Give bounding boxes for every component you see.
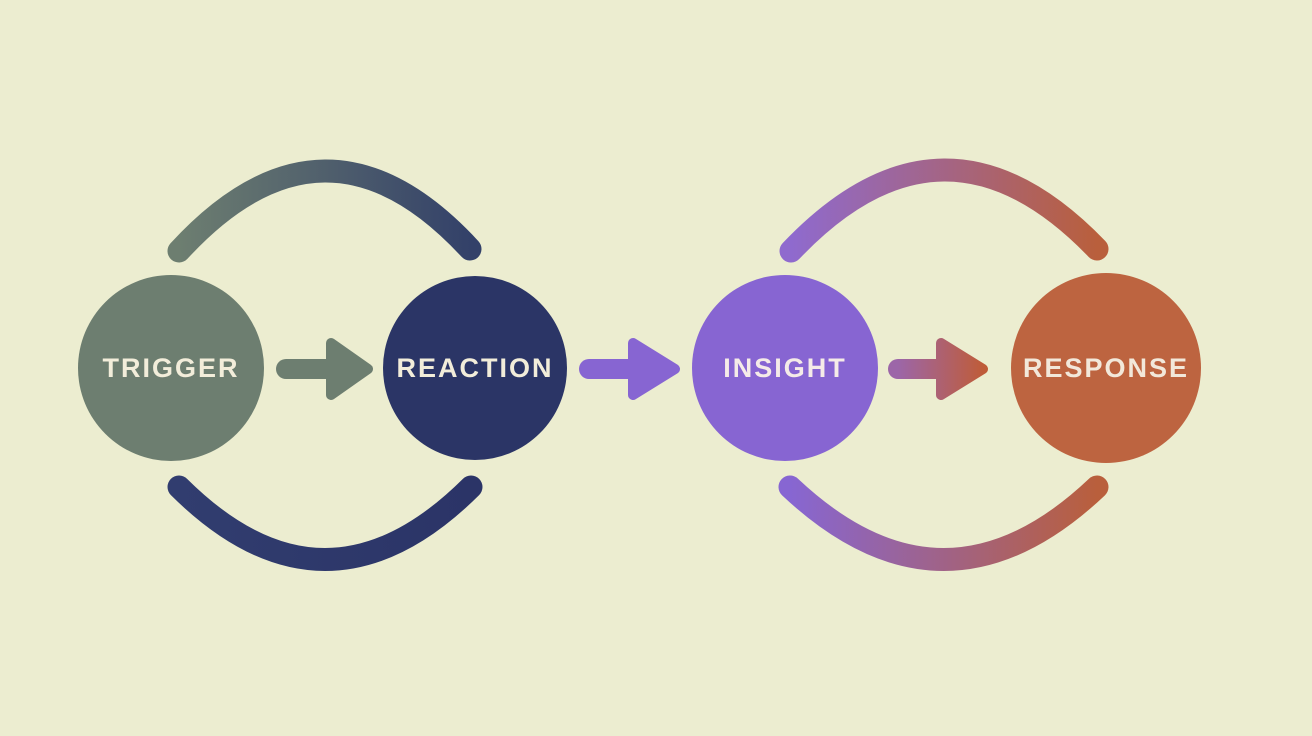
arrow-insight-to-response — [888, 338, 988, 400]
stage-label-insight: INSIGHT — [723, 352, 847, 383]
stage-circle-reaction: REACTION — [383, 276, 567, 460]
arc-top-right — [779, 158, 1109, 263]
stage-label-trigger: TRIGGER — [102, 352, 240, 383]
stage-label-response: RESPONSE — [1022, 352, 1190, 383]
arc-bottom-right — [778, 475, 1109, 571]
stage-circle-insight: INSIGHT — [692, 275, 878, 461]
stage-circle-trigger: TRIGGER — [78, 275, 264, 461]
arc-top-left — [167, 159, 482, 263]
stage-circle-response: RESPONSE — [1011, 273, 1201, 463]
arrow-trigger-to-reaction — [276, 338, 373, 400]
arc-bottom-left — [167, 475, 483, 571]
stage-label-reaction: REACTION — [396, 352, 554, 383]
arrow-reaction-to-insight — [579, 338, 680, 400]
